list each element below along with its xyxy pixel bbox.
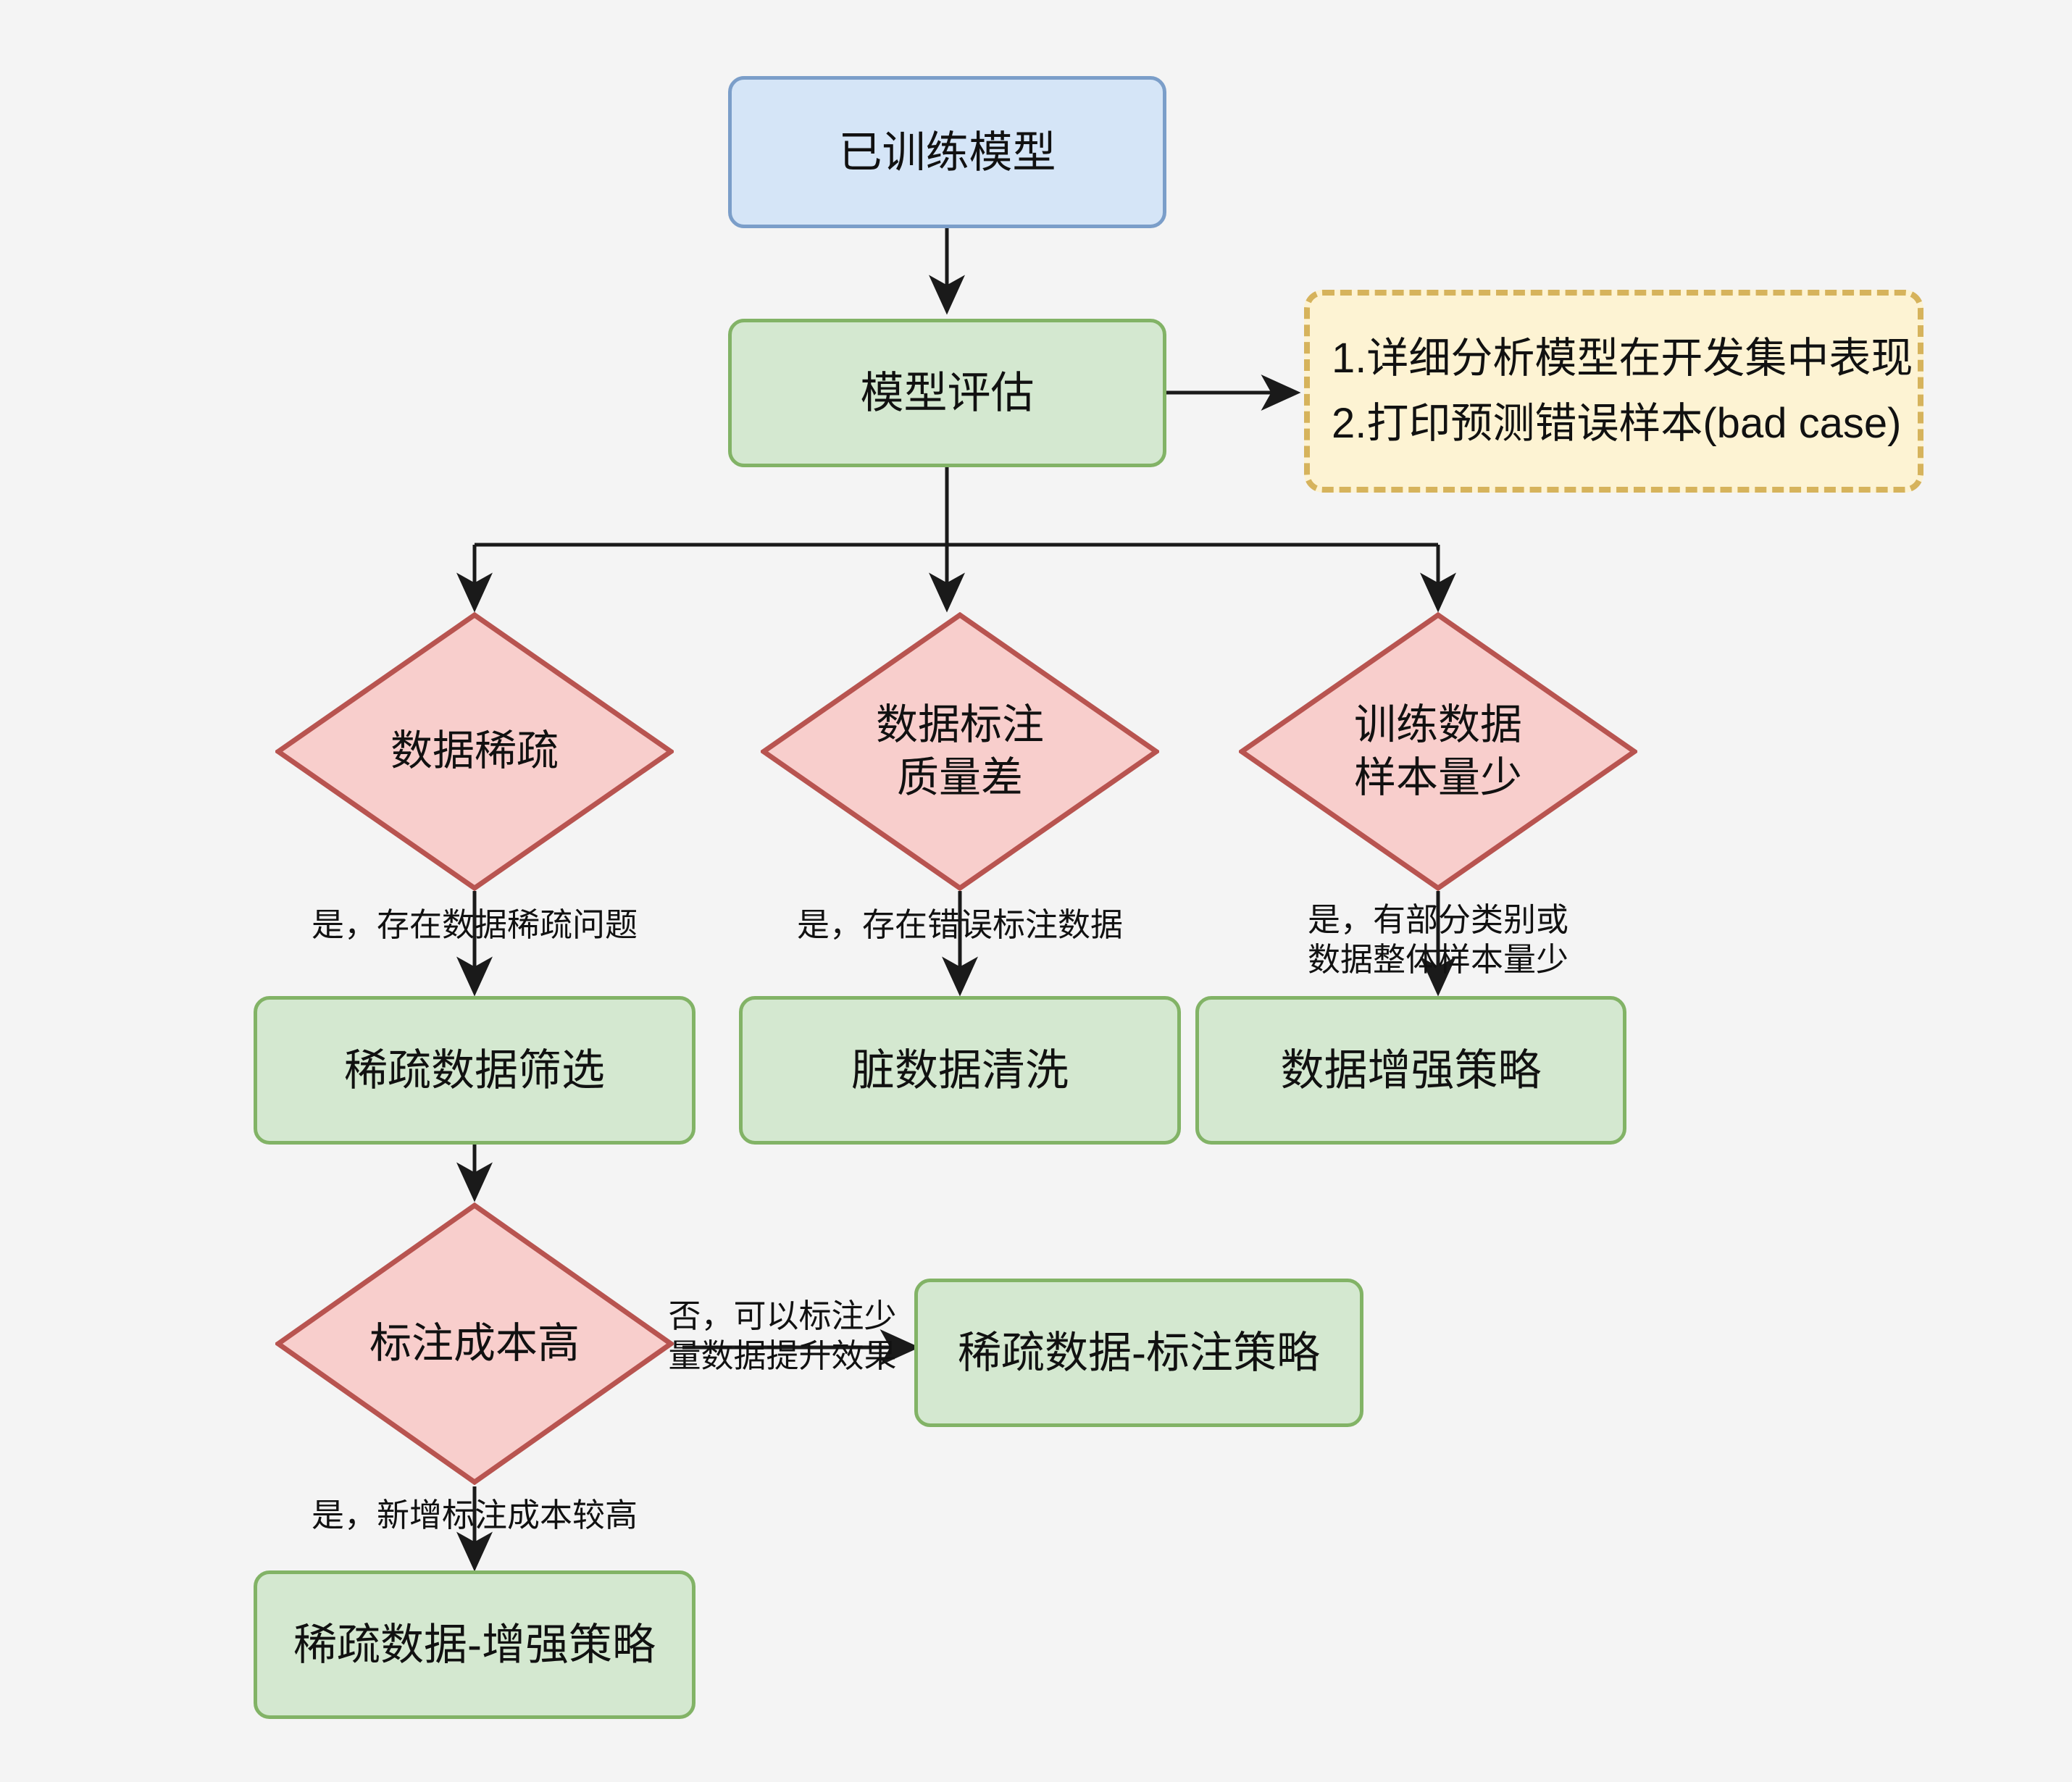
node-sparse-filter[interactable]: 稀疏数据筛选 [254, 996, 695, 1145]
edge-label-cost-yes: 是，新增标注成本较高 [257, 1496, 692, 1536]
node-dirty-clean[interactable]: 脏数据清洗 [739, 996, 1181, 1145]
node-trained-model-label: 已训练模型 [838, 127, 1056, 177]
diamond-shape [275, 1202, 674, 1485]
edge-label-cost-yes-line-1: 是，新增标注成本较高 [311, 1497, 638, 1534]
node-model-eval[interactable]: 模型评估 [728, 319, 1166, 467]
edge-label-to-augment-line-2: 数据整体样本量少 [1307, 940, 1568, 978]
eval-note-line-1: 1.详细分析模型在开发集中表现 [1332, 335, 1913, 382]
node-sparse-augment-label: 稀疏数据-增强策略 [293, 1620, 656, 1669]
edge-label-to-sparse-filter-line-1: 是，存在数据稀疏问题 [311, 906, 638, 943]
node-sparse-augment[interactable]: 稀疏数据-增强策略 [254, 1570, 695, 1719]
node-model-eval-label: 模型评估 [860, 369, 1035, 417]
node-annotation-cost[interactable]: 标注成本高 [275, 1202, 674, 1485]
diamond-shape [761, 612, 1159, 891]
node-data-sparse[interactable]: 数据稀疏 [275, 612, 674, 891]
node-sparse-annotate[interactable]: 稀疏数据-标注策略 [914, 1279, 1363, 1427]
diamond-shape [275, 612, 674, 891]
edge-label-to-sparse-filter: 是，存在数据稀疏问题 [257, 905, 692, 945]
node-sparse-annotate-label: 稀疏数据-标注策略 [958, 1329, 1320, 1377]
edge-label-cost-no-line-2: 量数据提升效果 [668, 1336, 897, 1374]
node-trained-model[interactable]: 已训练模型 [728, 76, 1166, 228]
node-sparse-filter-label: 稀疏数据筛选 [344, 1046, 605, 1095]
node-few-samples[interactable]: 训练数据 样本量少 [1239, 612, 1637, 891]
edge-label-to-augment-line-1: 是，有部分类别或 [1307, 901, 1568, 938]
node-bad-annotation[interactable]: 数据标注 质量差 [761, 612, 1159, 891]
node-dirty-clean-label: 脏数据清洗 [851, 1046, 1069, 1095]
edge-label-cost-no-line-1: 否，可以标注少 [668, 1297, 897, 1334]
node-augment-strategy-label: 数据增强策略 [1280, 1046, 1542, 1095]
edge-label-cost-no: 否，可以标注少 量数据提升效果 [638, 1297, 927, 1376]
edge-label-to-dirty-clean-line-1: 是，存在错误标注数据 [796, 906, 1123, 943]
edge-label-to-augment: 是，有部分类别或 数据整体样本量少 [1221, 900, 1655, 980]
diamond-shape [1239, 612, 1637, 891]
edge-label-to-dirty-clean: 是，存在错误标注数据 [743, 905, 1177, 945]
node-eval-note: 1.详细分析模型在开发集中表现 2.打印预测错误样本(bad case) [1304, 290, 1923, 493]
eval-note-line-2: 2.打印预测错误样本(bad case) [1332, 400, 1902, 447]
node-augment-strategy[interactable]: 数据增强策略 [1195, 996, 1626, 1145]
